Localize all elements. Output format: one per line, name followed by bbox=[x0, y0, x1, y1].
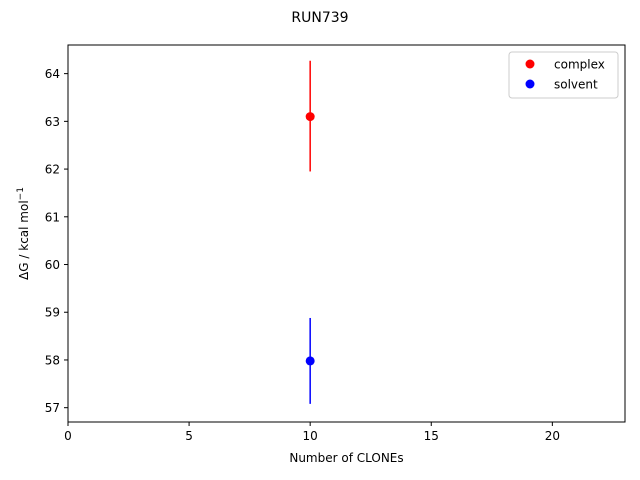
y-axis: 57 58 59 60 61 62 63 64 bbox=[45, 67, 68, 415]
x-tick-label: 15 bbox=[424, 429, 439, 443]
y-tick-label: 57 bbox=[45, 401, 60, 415]
x-tick-label: 10 bbox=[303, 429, 318, 443]
legend-marker-solvent bbox=[525, 79, 535, 89]
x-axis-label: Number of CLONEs bbox=[289, 451, 403, 465]
y-tick-label: 62 bbox=[45, 163, 60, 177]
y-tick-label: 60 bbox=[45, 258, 60, 272]
y-tick-label: 58 bbox=[45, 353, 60, 367]
x-tick-label: 20 bbox=[545, 429, 560, 443]
legend-marker-complex bbox=[525, 59, 535, 69]
complex-point bbox=[305, 112, 315, 122]
solvent-point bbox=[305, 356, 315, 366]
legend-label-complex: complex bbox=[554, 58, 605, 72]
axes-frame bbox=[67, 44, 626, 423]
legend-label-solvent: solvent bbox=[554, 78, 598, 92]
y-axis-label: ΔG / kcal mol−1 bbox=[16, 187, 31, 280]
y-tick-label: 64 bbox=[45, 67, 60, 81]
x-tick-label: 5 bbox=[185, 429, 193, 443]
x-axis: 0 5 10 15 20 bbox=[64, 422, 560, 443]
x-tick-label: 0 bbox=[64, 429, 72, 443]
y-axis-label-main: ΔG / kcal mol bbox=[17, 200, 31, 280]
legend: complex solvent bbox=[508, 51, 619, 99]
chart-title: RUN739 bbox=[291, 10, 348, 26]
legend-box bbox=[508, 51, 619, 99]
plot-area bbox=[305, 60, 315, 404]
y-tick-label: 61 bbox=[45, 210, 60, 224]
y-tick-label: 59 bbox=[45, 306, 60, 320]
y-tick-label: 63 bbox=[45, 115, 60, 129]
y-axis-label-superscript: −1 bbox=[16, 187, 26, 200]
